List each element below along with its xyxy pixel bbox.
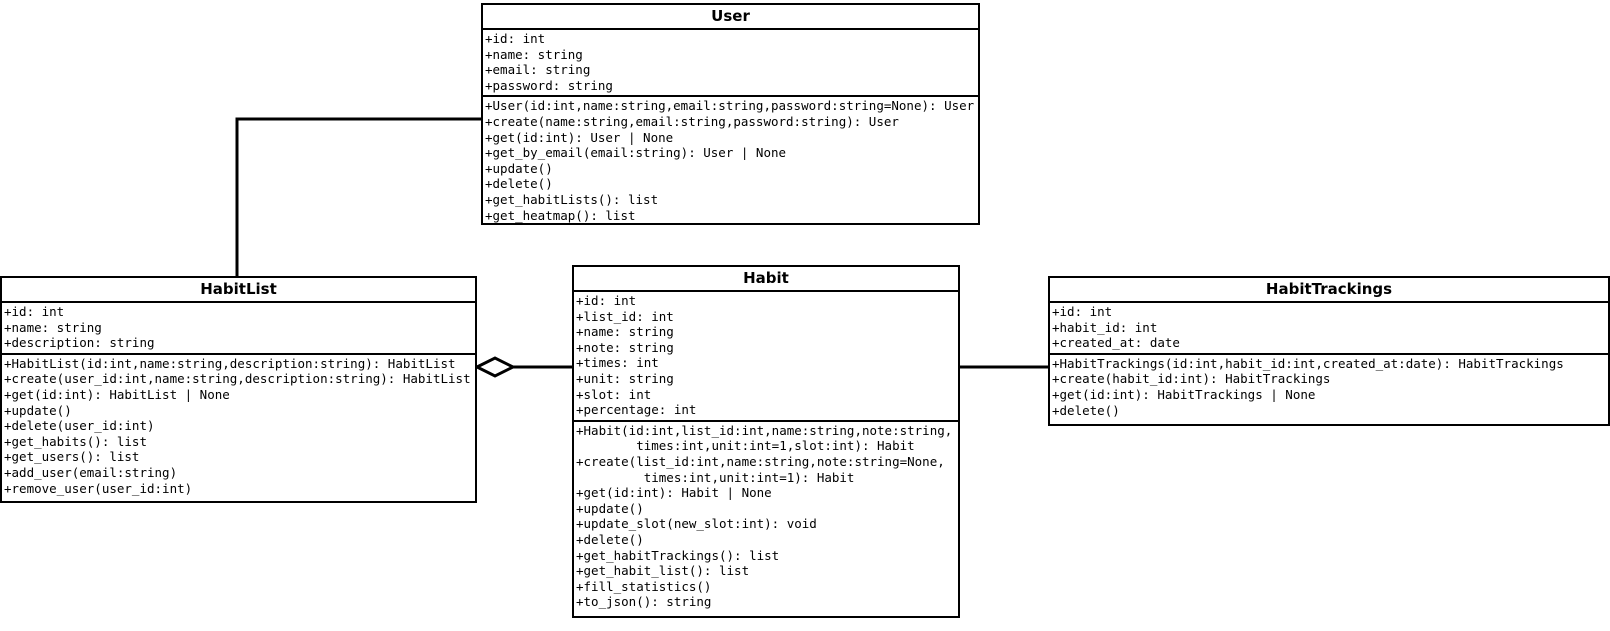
uml-attribute: +slot: int: [576, 386, 652, 402]
uml-method: +User(id:int,name:string,email:string,pa…: [485, 98, 975, 114]
uml-method: +get(id:int): User | None: [485, 129, 674, 145]
uml-attribute: +id: int: [485, 31, 546, 46]
uml-method: +delete(user_id:int): [4, 418, 155, 434]
uml-method: +delete(): [485, 176, 553, 192]
uml-attribute: +name: string: [576, 324, 674, 340]
uml-method: times:int,unit:int=1,slot:int): Habit: [576, 438, 915, 454]
uml-method: +Habit(id:int,list_id:int,name:string,no…: [576, 422, 953, 438]
uml-method: +get_by_email(email:string): User | None: [485, 145, 787, 161]
uml-class-name-user: User: [483, 5, 978, 30]
uml-attribute: +email: string: [485, 62, 591, 78]
uml-method: +get_users(): list: [4, 449, 140, 465]
uml-method: +update_slot(new_slot:int): void: [576, 516, 817, 532]
uml-class-name-habittrackings: HabitTrackings: [1050, 278, 1608, 303]
aggregation-diamond-icon: [473, 356, 517, 378]
edge-habitlist-habit: [473, 356, 572, 378]
uml-method: +create(habit_id:int): HabitTrackings: [1052, 371, 1331, 387]
uml-method: +HabitTrackings(id:int,habit_id:int,crea…: [1052, 355, 1564, 371]
uml-class-habitlist[interactable]: HabitList+id: int+name: string+descripti…: [0, 276, 477, 503]
uml-method: +get_habitLists(): list: [485, 191, 659, 207]
uml-attribute: +unit: string: [576, 370, 674, 386]
uml-attribute: +habit_id: int: [1052, 319, 1158, 335]
uml-attributes-habitlist: +id: int+name: string+description: strin…: [2, 303, 475, 355]
uml-attributes-habit: +id: int+list_id: int+name: string+note:…: [574, 292, 958, 422]
uml-methods-habittrackings: +HabitTrackings(id:int,habit_id:int,crea…: [1050, 355, 1608, 420]
uml-method: +get_habitTrackings(): list: [576, 547, 780, 563]
uml-method: +get(id:int): HabitList | None: [4, 386, 230, 402]
uml-attribute: +name: string: [4, 319, 102, 335]
uml-method: +add_user(email:string): [4, 464, 178, 480]
uml-method: +delete(): [1052, 402, 1120, 418]
uml-method: +get_heatmap(): list: [485, 207, 636, 223]
uml-method: +delete(): [576, 531, 644, 547]
edge-user-habitlist: [235, 117, 481, 276]
uml-method: +get(id:int): Habit | None: [576, 485, 772, 501]
uml-class-name-habitlist: HabitList: [2, 278, 475, 303]
uml-attribute: +list_id: int: [576, 308, 674, 324]
uml-attribute: +created_at: date: [1052, 335, 1180, 351]
uml-method: +update(): [576, 500, 644, 516]
uml-method: +fill_statistics(): [576, 578, 712, 594]
uml-method: +get_habit_list(): list: [576, 563, 750, 579]
uml-method: +HabitList(id:int,name:string,descriptio…: [4, 355, 456, 371]
uml-method: +create(name:string,email:string,passwor…: [485, 113, 899, 129]
uml-method: +create(list_id:int,name:string,note:str…: [576, 453, 945, 469]
uml-methods-habit: +Habit(id:int,list_id:int,name:string,no…: [574, 422, 958, 612]
uml-attribute: +id: int: [4, 304, 65, 319]
uml-method: +get(id:int): HabitTrackings | None: [1052, 386, 1316, 402]
uml-attribute: +times: int: [576, 355, 659, 371]
uml-attributes-user: +id: int+name: string+email: string+pass…: [483, 30, 978, 98]
uml-method: +get_habits(): list: [4, 433, 147, 449]
uml-class-name-habit: Habit: [574, 267, 958, 292]
uml-methods-user: +User(id:int,name:string,email:string,pa…: [483, 97, 978, 223]
uml-method: +to_json(): string: [576, 594, 712, 610]
uml-attribute: +note: string: [576, 339, 674, 355]
uml-attribute: +password: string: [485, 77, 613, 93]
uml-method: +create(user_id:int,name:string,descript…: [4, 371, 471, 387]
uml-methods-habitlist: +HabitList(id:int,name:string,descriptio…: [2, 355, 475, 498]
uml-method: +update(): [485, 160, 553, 176]
uml-attribute: +percentage: int: [576, 402, 697, 418]
uml-attribute: +name: string: [485, 46, 583, 62]
uml-class-habit[interactable]: Habit+id: int+list_id: int+name: string+…: [572, 265, 960, 618]
uml-attributes-habittrackings: +id: int+habit_id: int+created_at: date: [1050, 303, 1608, 355]
uml-class-habittrackings[interactable]: HabitTrackings+id: int+habit_id: int+cre…: [1048, 276, 1610, 426]
uml-attribute: +id: int: [1052, 304, 1113, 319]
uml-method: +update(): [4, 402, 72, 418]
uml-class-user[interactable]: User+id: int+name: string+email: string+…: [481, 3, 980, 225]
uml-attribute: +id: int: [576, 293, 637, 308]
uml-method: times:int,unit:int=1): Habit: [576, 469, 855, 485]
uml-attribute: +description: string: [4, 335, 155, 351]
uml-method: +remove_user(user_id:int): [4, 480, 193, 496]
